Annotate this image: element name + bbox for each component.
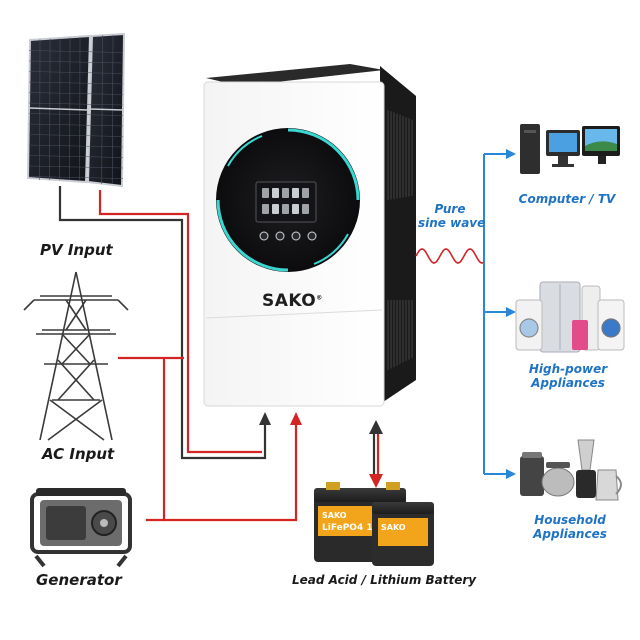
output-arrow-highpower-icon: [506, 307, 516, 317]
high-power-appliances-icon: [515, 281, 625, 353]
ac-input-label: AC Input: [42, 445, 115, 463]
battery-brand-text: SAKO: [322, 511, 347, 520]
computer-tv-label: Computer / TV: [518, 192, 616, 206]
computer-tv-icon: [520, 124, 620, 174]
household-appliances-icon: [520, 439, 622, 501]
household-line1: Household: [534, 513, 606, 527]
battery-chemistry-text: LiFePO4 12V: [322, 523, 386, 533]
battery-label: Lead Acid / Lithium Battery: [292, 573, 477, 587]
inverter-brand-logo: SAKO®: [262, 291, 323, 311]
sine-wave-icon: [415, 248, 485, 264]
pv-positive-line: [98, 190, 262, 454]
pv-negative-line: [58, 186, 267, 460]
inverter-lcd-screen: [255, 181, 317, 223]
high-power-line1: High-power: [528, 362, 608, 376]
battery-up-arrow-icon: [369, 420, 383, 434]
ac-arrow-icon: [290, 412, 302, 425]
household-line2: Appliances: [533, 527, 607, 541]
household-label: Household Appliances: [520, 513, 620, 541]
generator-icon: [30, 488, 132, 568]
pure-sine-wave-line2: sine wave: [418, 216, 486, 230]
solar-panel-icon: [26, 32, 126, 188]
output-bus: [483, 153, 508, 475]
output-arrow-computer-icon: [506, 149, 516, 159]
inverter-control-button[interactable]: [259, 231, 269, 241]
battery-icon: SAKO LiFePO4 12V SAKO: [314, 482, 434, 566]
battery2-brand-text: SAKO: [381, 523, 406, 532]
transmission-tower-icon: [23, 271, 129, 441]
inverter-control-button[interactable]: [291, 231, 301, 241]
high-power-line2: Appliances: [531, 376, 605, 390]
generator-to-inverter-line: [164, 425, 298, 522]
high-power-label: High-power Appliances: [518, 362, 618, 390]
inverter-brand-text: SAKO: [262, 291, 317, 311]
pv-arrow-icon: [259, 412, 271, 425]
inverter-trademark: ®: [316, 294, 323, 302]
battery-link: [369, 420, 383, 488]
pure-sine-wave-line1: Pure: [434, 202, 466, 216]
inverter-unit: [203, 64, 416, 407]
input-wiring: [58, 186, 298, 522]
inverter-control-button[interactable]: [307, 231, 317, 241]
inverter-control-button[interactable]: [275, 231, 285, 241]
pv-input-label: PV Input: [40, 241, 113, 259]
pure-sine-wave-label: Pure sine wave: [418, 202, 486, 230]
generator-label: Generator: [36, 571, 122, 589]
battery-down-arrow-icon: [369, 474, 383, 488]
generator-line: [146, 358, 166, 522]
output-arrow-household-icon: [506, 469, 516, 479]
